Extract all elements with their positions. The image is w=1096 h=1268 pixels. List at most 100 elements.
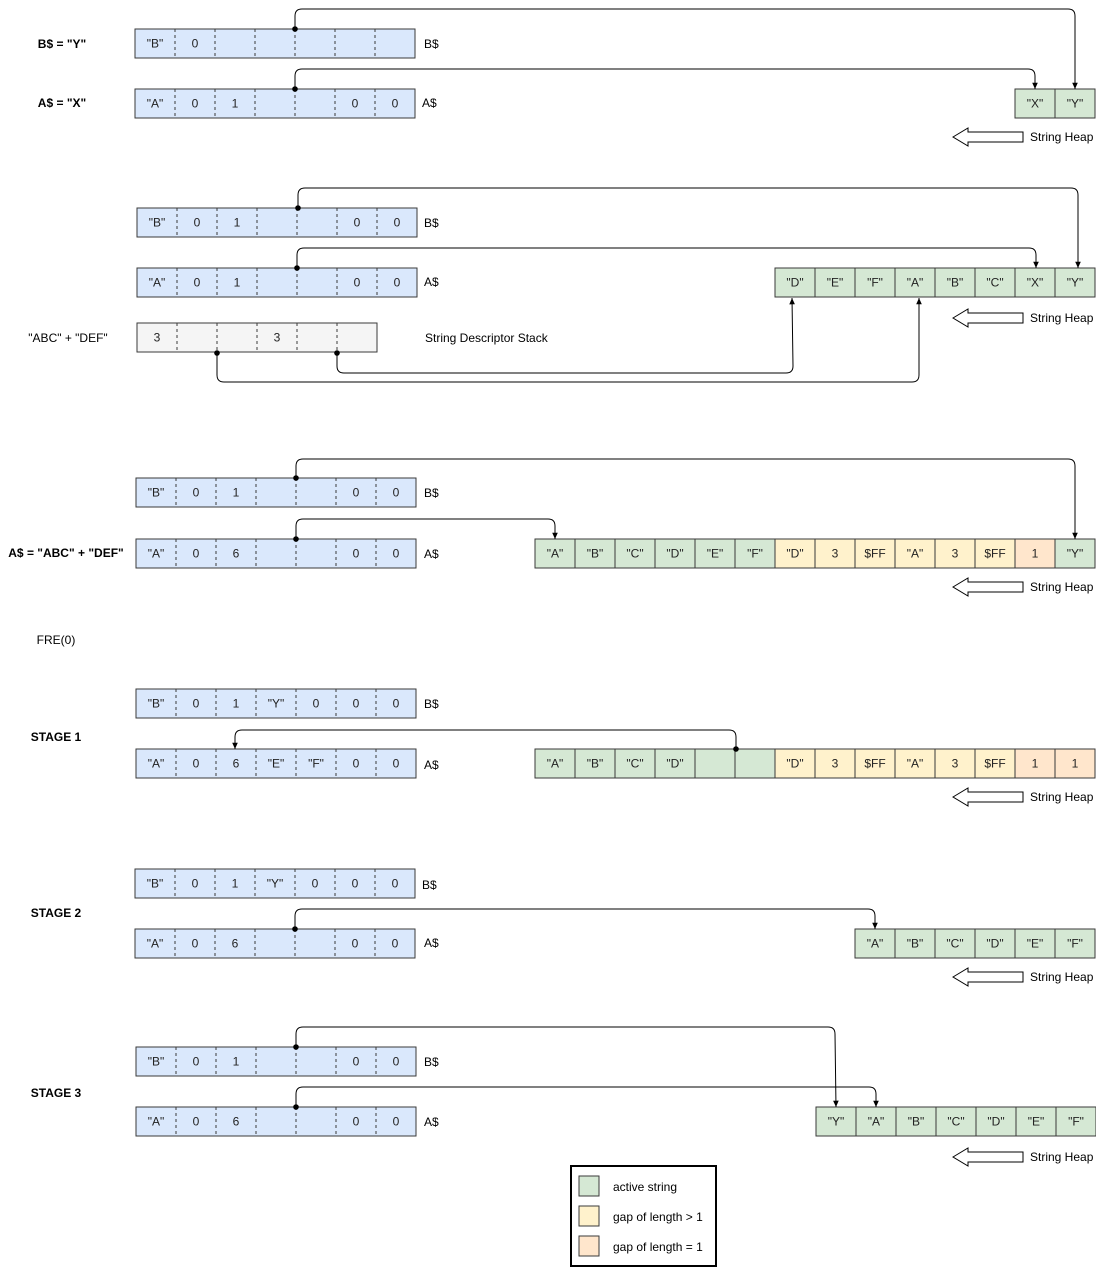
cell-value: 0 (353, 1115, 360, 1129)
heap-cell-active (614, 538, 656, 569)
cell-value: $FF (984, 757, 1005, 771)
cell-value: 1 (233, 1055, 240, 1069)
cell-value: "A" (148, 1115, 165, 1129)
cell-value: 0 (193, 757, 200, 771)
cell-value: 0 (392, 937, 399, 951)
cell-value: "F" (308, 757, 324, 771)
cell-value: 0 (393, 547, 400, 561)
cell-value: "E" (707, 547, 724, 561)
pointer-b-to-y (293, 458, 1078, 539)
string-heap: "D""E""F""A""B""C""X""Y" (774, 267, 1096, 298)
cell-value: 6 (233, 1115, 240, 1129)
cell-value: 3 (274, 331, 281, 345)
cell-value: "A" (907, 547, 924, 561)
label-stage3: STAGE 3 (31, 1086, 82, 1100)
left-arrow-icon (952, 787, 1024, 807)
string-heap-callout: String Heap (952, 787, 1094, 807)
cell-value: 0 (353, 757, 360, 771)
heap-cell-active (734, 748, 776, 779)
var-label-b: B$ (424, 216, 439, 230)
legend-swatch-gap-eq1 (578, 1235, 600, 1257)
cell-value: 1 (234, 276, 241, 290)
cell-value: "X" (1027, 276, 1044, 290)
heap-cell-active (1014, 88, 1056, 119)
cell-value: 0 (353, 486, 360, 500)
heap-cell-active (1054, 538, 1096, 569)
legend-swatch-gap-gt1 (578, 1205, 600, 1227)
cell-value: "D" (987, 1115, 1004, 1129)
var-label-a: A$ (422, 96, 437, 110)
cell-value: 3 (952, 547, 959, 561)
heap-cell-gap-eq1 (1054, 748, 1096, 779)
cell-value: "A" (147, 937, 164, 951)
cell-value: "B" (587, 757, 604, 771)
heap-cell-active (895, 1106, 937, 1137)
cell-value: 1 (232, 877, 239, 891)
pointer-a-to-abcdef (293, 1086, 879, 1110)
cell-value: "Y" (268, 697, 285, 711)
var-label-b: B$ (424, 697, 439, 711)
string-heap-callout: String Heap (952, 127, 1094, 147)
cell-value: 6 (232, 937, 239, 951)
var-label-a: A$ (424, 275, 439, 289)
cell-value: 0 (353, 697, 360, 711)
heap-cell-active (1054, 267, 1096, 298)
pointer-b-to-y (293, 1026, 839, 1108)
heap-cell-active (534, 538, 576, 569)
cell-value: 0 (354, 216, 361, 230)
cell-value: "D" (666, 547, 683, 561)
cell-value: "A" (547, 757, 564, 771)
cell-value: "B" (147, 37, 164, 51)
left-arrow-icon (952, 308, 1024, 328)
cell-value: "A" (867, 937, 884, 951)
cell-value: 1 (1072, 757, 1079, 771)
string-heap-label: String Heap (1030, 790, 1094, 804)
label-a-concat-assign: A$ = "ABC" + "DEF" (8, 546, 123, 560)
var-label-b: B$ (422, 878, 437, 892)
heap-cell-gap-eq1 (1014, 538, 1056, 569)
string-heap-callout: String Heap (952, 967, 1094, 987)
heap-cell-active (815, 1106, 857, 1137)
cell-value: 3 (832, 547, 839, 561)
cell-value: 0 (192, 97, 199, 111)
string-heap: "Y""A""B""C""D""E""F" (815, 1106, 1096, 1137)
cell-value: "A" (907, 276, 924, 290)
cell-value: 1 (1032, 547, 1039, 561)
cell-value: 0 (192, 937, 199, 951)
heap-cell-active (1055, 1106, 1096, 1137)
heap-cell-active (774, 267, 816, 298)
heap-cell-active (574, 748, 616, 779)
label-concat-expr: "ABC" + "DEF" (28, 331, 107, 345)
label-b-assign: B$ = "Y" (38, 37, 86, 51)
cell-value: 0 (193, 1055, 200, 1069)
string-heap-callout: String Heap (952, 1147, 1094, 1167)
string-heap-callout: String Heap (952, 308, 1094, 328)
cell-value: 0 (192, 37, 199, 51)
legend-label-gap-eq1: gap of length = 1 (613, 1240, 703, 1254)
heap-cell-active (574, 538, 616, 569)
cells-background (135, 688, 417, 719)
cell-value: 0 (194, 216, 201, 230)
cell-value: 0 (313, 697, 320, 711)
cells-background (134, 928, 416, 959)
cell-value: "C" (946, 937, 963, 951)
cell-value: 1 (233, 486, 240, 500)
cell-value: 0 (193, 486, 200, 500)
cell-value: "F" (867, 276, 883, 290)
heap-cell-active (934, 928, 976, 959)
string-heap-label: String Heap (1030, 1150, 1094, 1164)
string-heap: "X""Y" (1014, 88, 1096, 119)
cell-value: "B" (147, 877, 164, 891)
label-stage2: STAGE 2 (31, 906, 82, 920)
heap-cell-gap-gt1 (854, 748, 896, 779)
pointer-a-to-x (294, 247, 1039, 271)
cell-value: 1 (233, 697, 240, 711)
cell-value: "A" (147, 97, 164, 111)
cell-value: "B" (947, 276, 964, 290)
cell-value: "A" (868, 1115, 885, 1129)
